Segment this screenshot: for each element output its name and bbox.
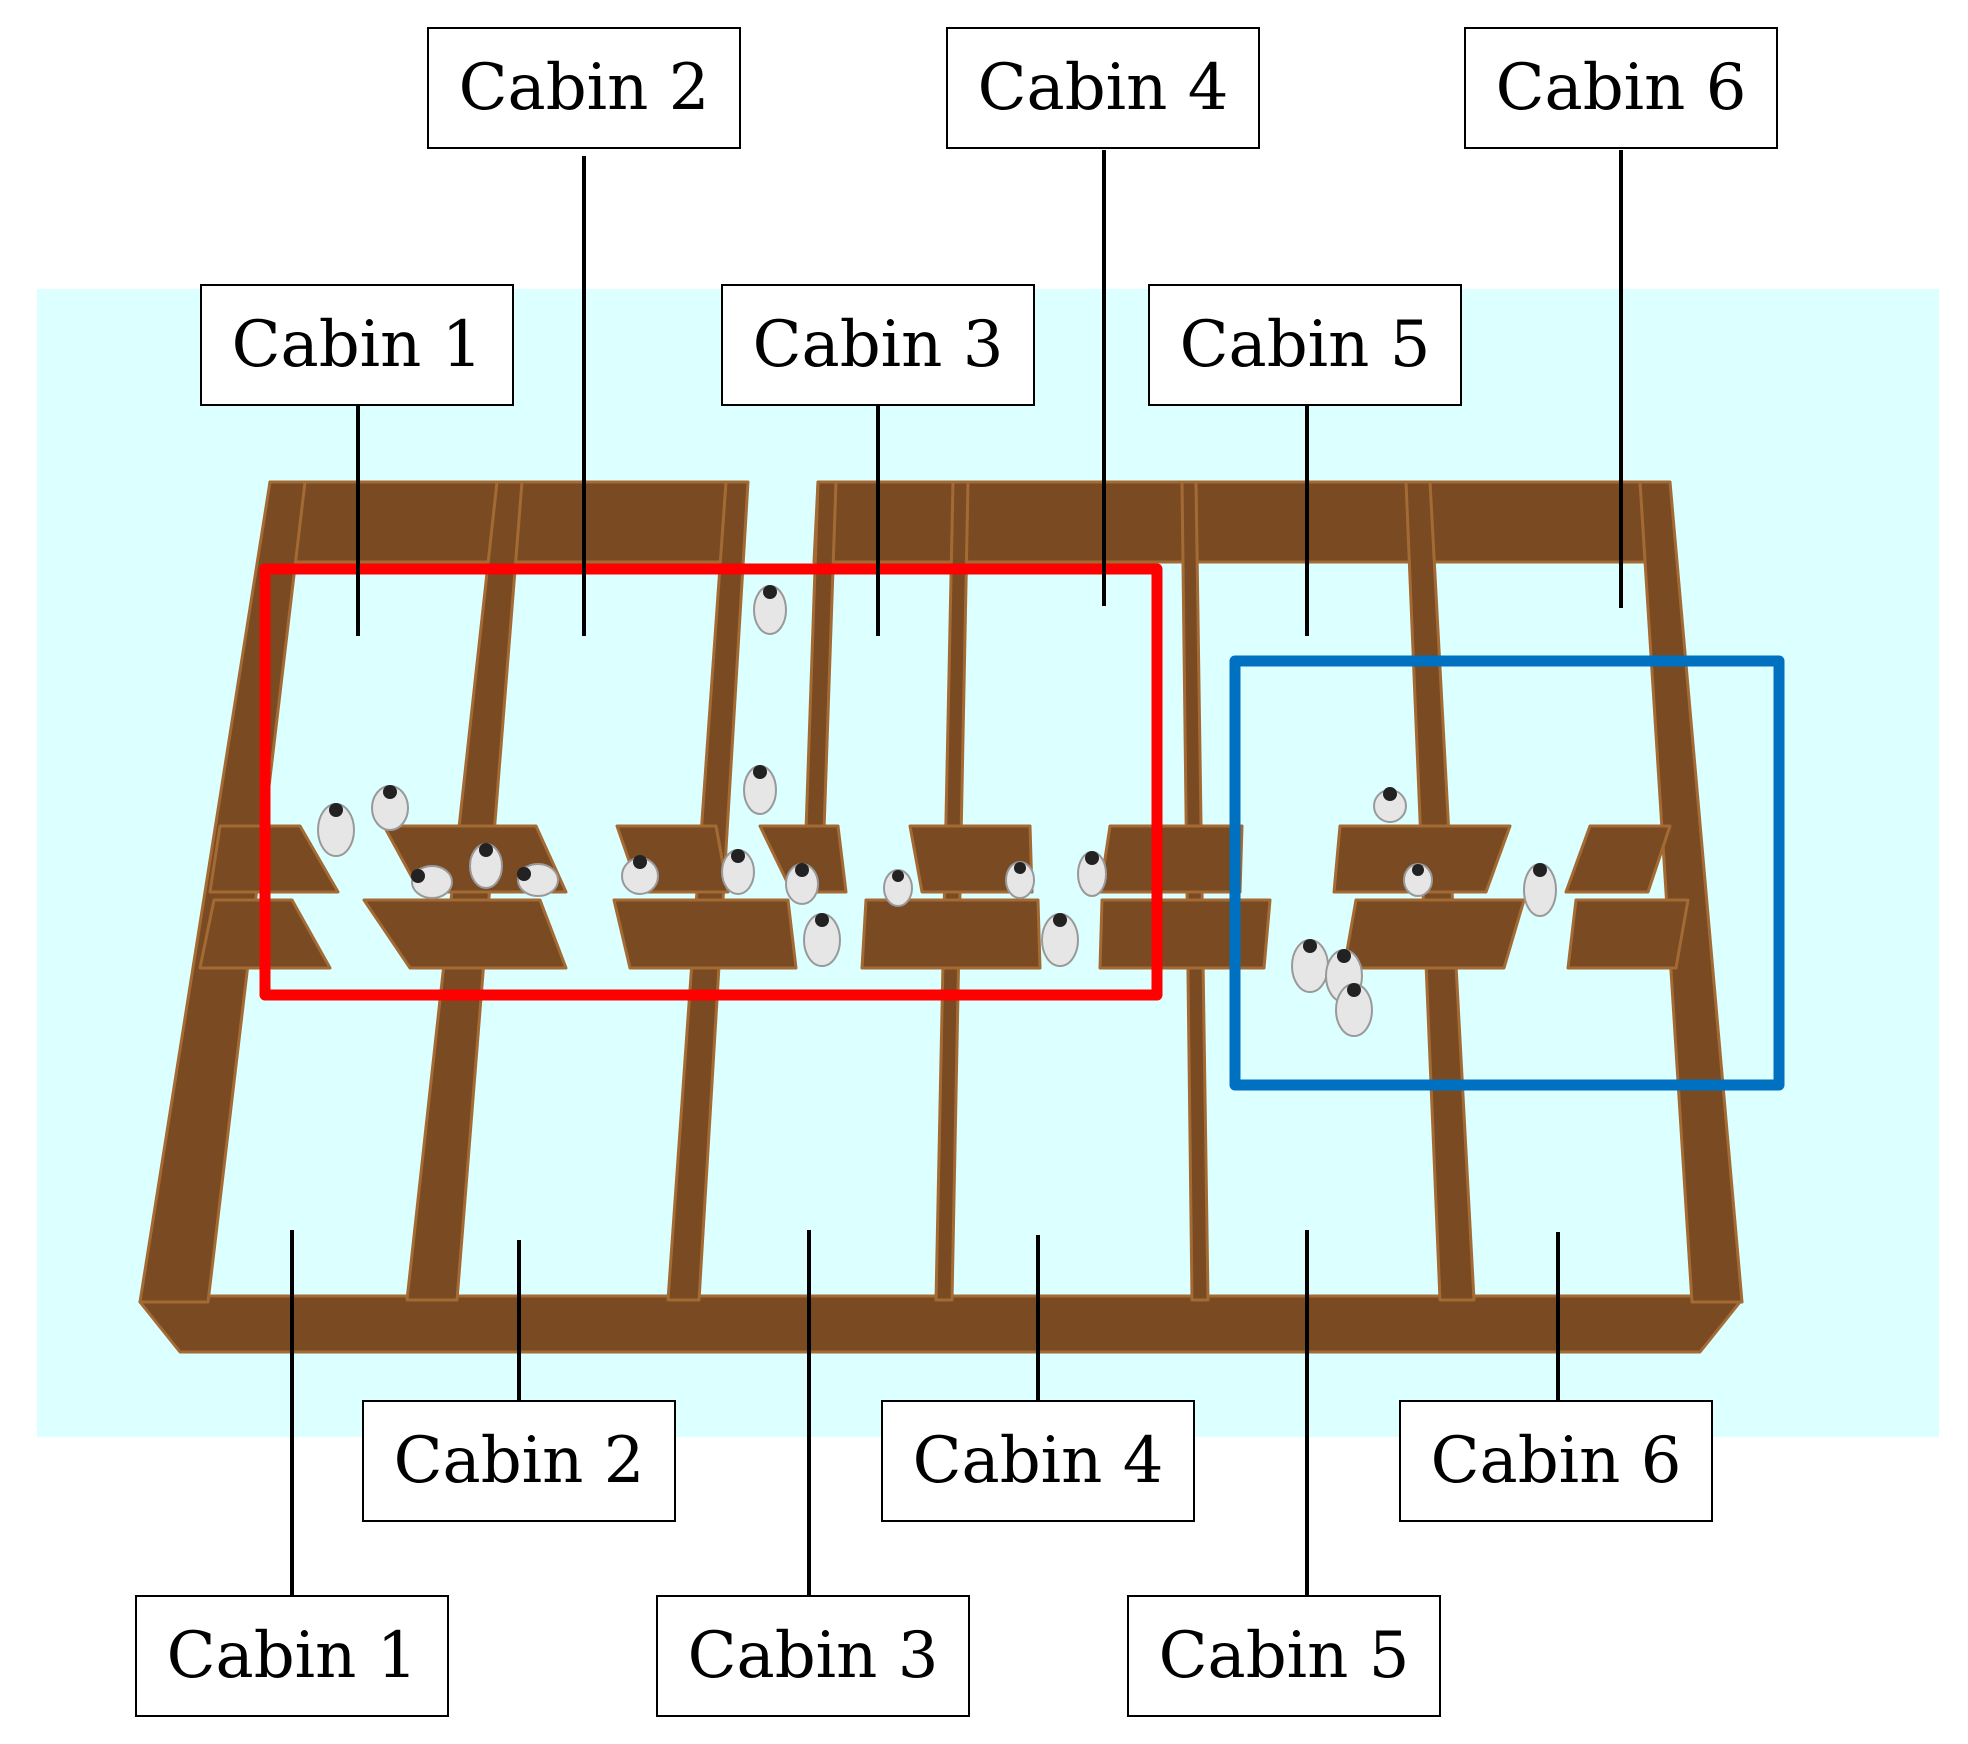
label-bottom-cabin-1: Cabin 1 [135, 1595, 449, 1717]
desk-r2-3 [612, 898, 798, 970]
person [1523, 863, 1557, 917]
label-bottom-cabin-3: Cabin 3 [656, 1595, 970, 1717]
person [1403, 863, 1433, 897]
person [785, 863, 819, 905]
person [411, 865, 453, 899]
right-outer-wall [1638, 480, 1744, 1304]
blue-highlight-box [1229, 655, 1785, 1091]
label-top-cabin-4: Cabin 4 [946, 27, 1260, 149]
desk-r2-5 [1098, 898, 1272, 970]
person [1373, 787, 1407, 823]
desk-r1-6 [1098, 824, 1244, 894]
desk-r1-1 [208, 824, 340, 894]
person [753, 585, 787, 635]
person [317, 803, 355, 857]
desk-r2-4 [860, 898, 1042, 970]
person [1335, 983, 1373, 1037]
person [517, 863, 559, 897]
people [317, 585, 1557, 1037]
desk-r1-5 [908, 824, 1034, 894]
label-top-cabin-1: Cabin 1 [200, 284, 514, 406]
label-top-cabin-6: Cabin 6 [1464, 27, 1778, 149]
red-highlight-box [259, 563, 1163, 1001]
desk-r1-4 [758, 824, 848, 894]
desk-r2-2 [362, 898, 568, 970]
label-bottom-cabin-6: Cabin 6 [1399, 1400, 1713, 1522]
person [1325, 949, 1363, 1003]
person [621, 855, 659, 895]
label-top-cabin-5: Cabin 5 [1148, 284, 1462, 406]
top-wall-right [812, 480, 1650, 564]
person [1077, 851, 1107, 897]
person [883, 869, 913, 907]
bottom-wall [138, 1294, 1742, 1354]
desk-r2-7 [1566, 898, 1690, 970]
person [1005, 861, 1035, 899]
desk-r2-6 [1342, 898, 1526, 970]
person [371, 785, 409, 831]
label-bottom-cabin-4: Cabin 4 [881, 1400, 1195, 1522]
leader-lines [290, 150, 1623, 1597]
person [721, 849, 755, 895]
cabin-walls [138, 480, 1744, 1354]
label-top-cabin-3: Cabin 3 [721, 284, 1035, 406]
desk-r1-8 [1564, 824, 1672, 894]
person [743, 765, 777, 815]
label-top-cabin-2: Cabin 2 [427, 27, 741, 149]
person [469, 843, 503, 889]
person [1041, 913, 1079, 967]
desk-r1-7 [1332, 824, 1512, 894]
label-bottom-cabin-5: Cabin 5 [1127, 1595, 1441, 1717]
person [803, 913, 841, 967]
person [1291, 939, 1329, 993]
label-bottom-cabin-2: Cabin 2 [362, 1400, 676, 1522]
